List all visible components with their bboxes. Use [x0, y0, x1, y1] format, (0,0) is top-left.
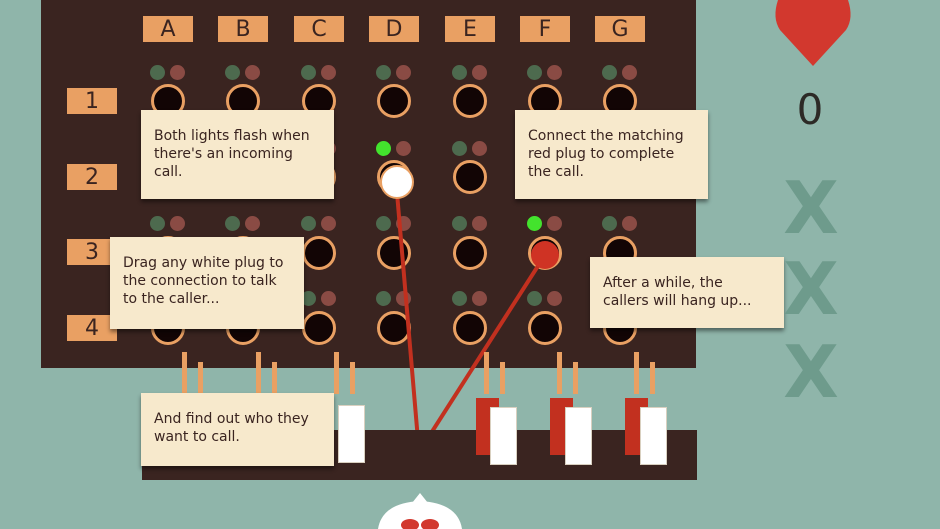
light-red-d2 [396, 141, 411, 156]
light-green-d2 [376, 141, 391, 156]
column-label-c: C [294, 16, 344, 42]
tip-drag-white-plug: Drag any white plug to the connection to… [110, 237, 304, 329]
white-plug-e[interactable] [490, 407, 517, 465]
light-green-c1 [301, 65, 316, 80]
jack-d3[interactable] [377, 236, 411, 270]
white-plug-in-d2[interactable] [380, 165, 414, 199]
light-red-a1 [170, 65, 185, 80]
column-label-d: D [369, 16, 419, 42]
white-cord [394, 180, 421, 453]
plug-pin [272, 362, 277, 394]
light-green-f4 [527, 291, 542, 306]
light-red-a3 [170, 216, 185, 231]
plug-pin [198, 362, 203, 394]
light-green-b1 [225, 65, 240, 80]
heart-icon [775, 0, 851, 66]
row-label-1: 1 [67, 88, 117, 114]
tip-lights-flash: Both lights flash when there's an incomi… [141, 110, 334, 199]
tip-callers-hang-up: After a while, the callers will hang up.… [590, 257, 784, 328]
light-green-e3 [452, 216, 467, 231]
tip-find-who: And find out who they want to call. [141, 393, 334, 466]
score-counter: 0 [796, 85, 824, 134]
light-green-d1 [376, 65, 391, 80]
plug-pin [634, 352, 639, 394]
row-label-3: 3 [67, 239, 117, 265]
light-red-d1 [396, 65, 411, 80]
plug-pin [650, 362, 655, 394]
light-green-b3 [225, 216, 240, 231]
jack-e4[interactable] [453, 311, 487, 345]
jack-e1[interactable] [453, 84, 487, 118]
light-red-f4 [547, 291, 562, 306]
plug-pin [182, 352, 187, 394]
row-label-4: 4 [67, 315, 117, 341]
light-green-a1 [150, 65, 165, 80]
light-red-c4 [321, 291, 336, 306]
row-label-2: 2 [67, 164, 117, 190]
plug-pin [256, 352, 261, 394]
plug-pin [484, 352, 489, 394]
strike-mark-2: X [783, 247, 839, 331]
light-green-d3 [376, 216, 391, 231]
jack-e2[interactable] [453, 160, 487, 194]
light-red-c3 [321, 216, 336, 231]
light-green-f1 [527, 65, 542, 80]
light-red-f3 [547, 216, 562, 231]
light-red-e2 [472, 141, 487, 156]
plug-pin [573, 362, 578, 394]
column-label-a: A [143, 16, 193, 42]
red-plug-in-f3[interactable] [531, 241, 559, 269]
light-green-a3 [150, 216, 165, 231]
light-red-c1 [321, 65, 336, 80]
plug-pin [350, 362, 355, 394]
light-red-b3 [245, 216, 260, 231]
tip-connect-red-plug: Connect the matching red plug to complet… [515, 110, 708, 199]
jack-d1[interactable] [377, 84, 411, 118]
strike-mark-1: X [783, 166, 839, 250]
jack-e3[interactable] [453, 236, 487, 270]
light-red-f1 [547, 65, 562, 80]
light-green-g3 [602, 216, 617, 231]
plug-pin [557, 352, 562, 394]
light-green-c4 [301, 291, 316, 306]
jack-d4[interactable] [377, 311, 411, 345]
strike-mark-3: X [783, 330, 839, 414]
light-green-e1 [452, 65, 467, 80]
plug-pin [500, 362, 505, 394]
light-green-c3 [301, 216, 316, 231]
column-label-b: B [218, 16, 268, 42]
light-green-f3 [527, 216, 542, 231]
light-green-d4 [376, 291, 391, 306]
light-green-g1 [602, 65, 617, 80]
column-label-e: E [445, 16, 495, 42]
light-red-b1 [245, 65, 260, 80]
column-label-f: F [520, 16, 570, 42]
light-red-g1 [622, 65, 637, 80]
jack-c4[interactable] [302, 311, 336, 345]
white-plug-g[interactable] [640, 407, 667, 465]
white-plug-f[interactable] [565, 407, 592, 465]
light-green-e4 [452, 291, 467, 306]
jack-f4[interactable] [528, 311, 562, 345]
white-plug-c[interactable] [338, 405, 365, 463]
operator-character-icon [378, 493, 462, 529]
light-red-g3 [622, 216, 637, 231]
light-red-e3 [472, 216, 487, 231]
column-label-g: G [595, 16, 645, 42]
plug-pin [334, 352, 339, 394]
red-cord [417, 253, 547, 454]
light-green-e2 [452, 141, 467, 156]
light-red-e4 [472, 291, 487, 306]
light-red-e1 [472, 65, 487, 80]
